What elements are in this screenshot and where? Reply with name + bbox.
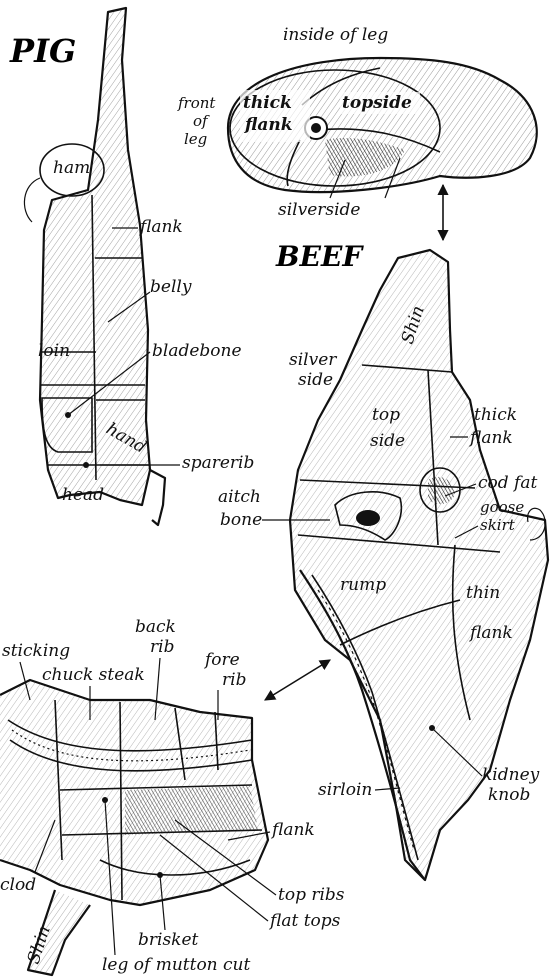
pig-label-belly: belly [150, 277, 192, 297]
arrow-forequarter-to-beef [265, 660, 330, 700]
beef-label-thick: thick [474, 405, 517, 425]
forequarter-figure: sticking chuck steak back rib fore rib c… [0, 617, 345, 975]
forequarter-label-brisket: brisket [138, 930, 199, 950]
leg-bone-marrow [311, 123, 321, 133]
beef-label-goose: goose [480, 498, 524, 516]
pig-label-loin: loin [38, 341, 70, 361]
pig-label-sparerib: sparerib [182, 453, 254, 473]
forequarter-label-sticking: sticking [2, 641, 70, 661]
beef-label-bone: bone [220, 510, 262, 530]
beef-label-top: top [372, 405, 400, 425]
leg-section-figure: inside of leg front of leg thick flank t… [177, 25, 537, 220]
beef-label-flank: flank [468, 428, 513, 448]
beef-aitch-bone-dark [356, 510, 380, 526]
leg-label-thick: thick [243, 93, 292, 113]
forequarter-label-flat-tops: flat tops [268, 911, 341, 931]
pig-trotter [150, 470, 165, 525]
pig-label-flank: flank [138, 217, 183, 237]
pig-label-head: head [62, 485, 104, 505]
forequarter-label-top-ribs: top ribs [278, 885, 345, 905]
leg-label-of: of [193, 112, 210, 130]
forequarter-leg-dot [102, 797, 108, 803]
forequarter-label-leg-of-mutton: leg of mutton cut [102, 955, 251, 975]
pig-hook [24, 178, 40, 222]
beef-label-rump: rump [340, 575, 386, 595]
beef-label-kidney: kidney [482, 765, 540, 785]
leg-label-silverside: silverside [278, 200, 361, 220]
beef-title: BEEF [275, 240, 364, 273]
forequarter-label-chuck-steak: chuck steak [42, 665, 145, 685]
forequarter-ribs-shading [125, 786, 258, 835]
forequarter-brisket-dot [157, 872, 163, 878]
forequarter-label-clod: clod [0, 875, 36, 895]
forequarter-label-fore: fore [203, 650, 240, 670]
beef-figure: BEEF Shin silver side top side thick fla… [218, 240, 548, 880]
pig-figure: PIG ham flank belly loin bladebone hand … [9, 8, 254, 525]
beef-label-skirt: skirt [480, 516, 516, 534]
beef-label-cod-fat: cod fat [478, 473, 537, 493]
leg-label-topside: topside [342, 93, 412, 113]
pig-sparerib-dot [83, 462, 89, 468]
pig-label-ham: ham [53, 158, 90, 178]
leg-label-flank: flank [244, 115, 293, 135]
beef-label-topside-side: side [370, 431, 405, 451]
leg-label-leg: leg [184, 130, 207, 148]
beef-label-thin: thin [466, 583, 500, 603]
beef-label-knob: knob [488, 785, 530, 805]
forequarter-label-flank: flank [270, 820, 315, 840]
beef-label-sirloin: sirloin [318, 780, 372, 800]
pig-bladebone-dot [65, 412, 71, 418]
beef-label-silver: silver [289, 350, 337, 370]
leg-label-inside-of-leg: inside of leg [283, 25, 388, 45]
leg-label-front: front [177, 94, 216, 112]
forequarter-label-fore-rib: rib [222, 670, 246, 690]
pig-title: PIG [9, 32, 76, 70]
forequarter-label-back-rib: rib [150, 637, 174, 657]
forequarter-label-back: back [135, 617, 176, 637]
pig-label-bladebone: bladebone [152, 341, 242, 361]
beef-label-aitch: aitch [218, 487, 261, 507]
beef-label-thin-flank: flank [468, 623, 513, 643]
beef-kidney-dot [429, 725, 435, 731]
beef-label-side: side [298, 370, 333, 390]
